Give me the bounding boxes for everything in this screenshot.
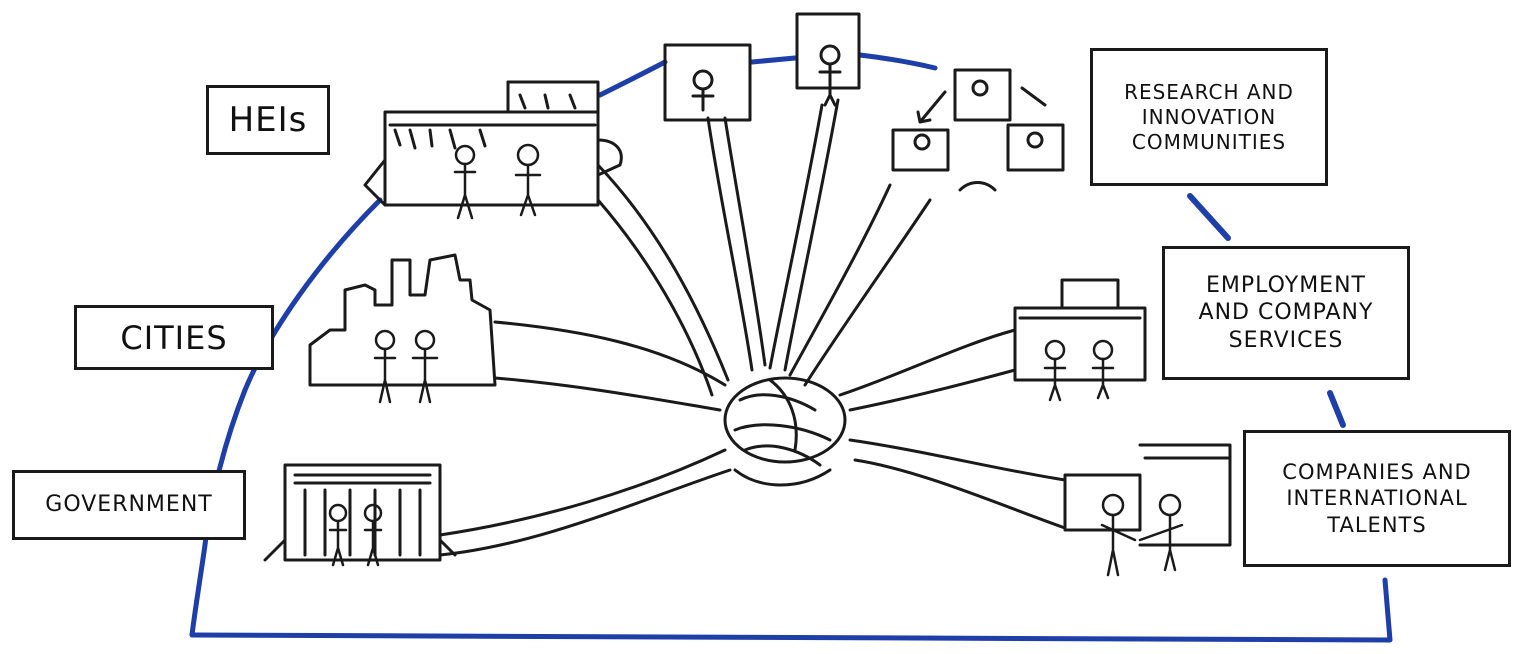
government-building xyxy=(263,463,457,562)
label-government-text: GOVERNMENT xyxy=(45,492,213,518)
frame-connector-employment xyxy=(1327,390,1346,428)
label-heis-text: HEIs xyxy=(228,99,308,140)
label-companies-text: COMPANIES AND INTERNATIONAL TALENTS xyxy=(1282,460,1472,537)
companies-building xyxy=(1063,443,1232,547)
connecting-arms xyxy=(438,98,1067,557)
label-cities-text: CITIES xyxy=(120,318,228,357)
label-cities: CITIES xyxy=(74,305,274,370)
employment-people xyxy=(1043,339,1115,402)
label-employment-text: EMPLOYMENT AND COMPANY SERVICES xyxy=(1198,272,1374,353)
employment-building xyxy=(1013,278,1147,382)
label-employment-services: EMPLOYMENT AND COMPANY SERVICES xyxy=(1162,246,1410,380)
frame-arc-top-mid xyxy=(749,55,798,65)
frame-arc-left xyxy=(189,197,383,638)
frame-bottom-line xyxy=(189,577,1393,643)
label-government: GOVERNMENT xyxy=(12,470,246,540)
heis-building xyxy=(363,80,623,207)
label-heis: HEIs xyxy=(206,85,330,155)
frame-arc-top-left xyxy=(597,59,668,98)
top-picture-group xyxy=(891,68,1065,192)
companies-people xyxy=(1100,493,1184,577)
frame-connector-research xyxy=(1187,193,1231,241)
label-research-innovation: RESEARCH AND INNOVATION COMMUNITIES xyxy=(1090,48,1328,186)
central-handshake xyxy=(723,376,847,487)
government-people xyxy=(328,503,383,567)
cities-skyline xyxy=(308,253,497,387)
top-picture-2 xyxy=(795,12,861,107)
label-companies-talents: COMPANIES AND INTERNATIONAL TALENTS xyxy=(1243,430,1511,567)
heis-person-left xyxy=(453,144,477,220)
cities-people xyxy=(373,329,439,404)
frame-arc-top-right xyxy=(857,52,938,71)
label-research-text: RESEARCH AND INNOVATION COMMUNITIES xyxy=(1124,79,1294,154)
top-picture-1 xyxy=(663,43,752,122)
heis-person-right xyxy=(514,143,542,217)
